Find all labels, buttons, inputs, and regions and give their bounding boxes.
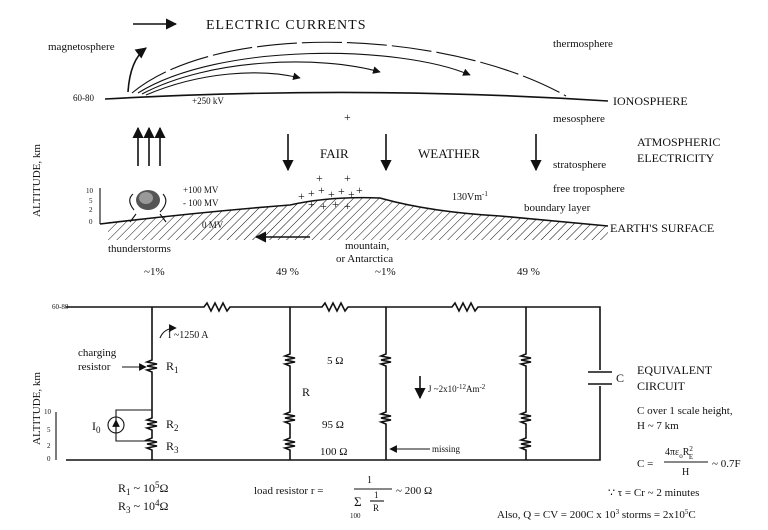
potential-250-label: +250 kV (192, 96, 224, 106)
mv-minus-label: - 100 MV (183, 198, 219, 208)
current-arc-4 (145, 72, 301, 96)
svg-text:+: + (328, 187, 335, 201)
altitude-top-label: 60-80 (73, 93, 94, 103)
tick-10: 10 (86, 187, 94, 195)
load-resistor-label: load resistor r = (254, 485, 323, 497)
free-troposphere-label: free troposphere (553, 183, 625, 195)
total-charge-label: Also, Q = CV = 200C x 103 storms = 2x105… (497, 508, 696, 521)
branch-fair-2 (518, 307, 532, 460)
thunderstorms-label: thunderstorms (108, 243, 171, 255)
inner-denominator: R (373, 503, 379, 513)
svg-text:+: + (308, 186, 315, 200)
ohm95-label: 95 Ω (322, 419, 344, 431)
ohm100-label: 100 Ω (320, 446, 347, 458)
ground-hatch (108, 197, 608, 240)
mesosphere-label: mesosphere (553, 113, 605, 125)
capacitance-denominator: H (682, 467, 689, 478)
fair-label: FAIR (320, 146, 349, 161)
ionosphere-label: IONOSPHERE (613, 94, 688, 108)
percent-mountain: ~1% (375, 266, 396, 278)
plus-sign-label: + (344, 110, 351, 124)
current-source-icon (107, 416, 125, 434)
equivalent-circuit: ALTITUDE, km 60-80 10 5 2 0 C I0 I ~1250… (31, 301, 741, 521)
thermosphere-label: thermosphere (553, 38, 613, 50)
r-label: R (302, 385, 310, 399)
ground-wire (66, 386, 601, 461)
r1-value: R1 ~ 105Ω (118, 480, 169, 497)
capacitance-value: ~ 0.7F (712, 458, 741, 470)
charging-label: charging (78, 347, 117, 359)
mv-plus-label: +100 MV (183, 185, 219, 195)
mountain-label: mountain, (345, 240, 390, 252)
svg-text:+: + (344, 171, 351, 185)
atmospheric-label: ATMOSPHERIC (637, 135, 720, 149)
tick-5: 5 (89, 197, 93, 205)
r1-label: R1 (166, 359, 179, 375)
percent-fair-1: 49 % (276, 266, 299, 278)
sigma-symbol: Σ (354, 494, 362, 509)
current-label: I ~1250 A (168, 330, 209, 341)
magnetosphere-label: magnetosphere (48, 41, 115, 53)
r3-value: R3 ~ 104Ω (118, 498, 169, 515)
antarctica-label: or Antarctica (336, 253, 393, 265)
inner-numerator: 1 (374, 490, 379, 500)
r3-label: R3 (166, 439, 179, 455)
circuit-label: CIRCUIT (637, 379, 686, 393)
electricity-label: ELECTRICITY (637, 151, 715, 165)
boundary-layer-label: boundary layer (524, 202, 591, 214)
circuit-altitude-axis-label: ALTITUDE, km (31, 372, 43, 445)
svg-text:+: + (298, 189, 305, 203)
top-diagram: ELECTRIC CURRENTS magnetosphere thermosp… (31, 18, 720, 278)
current-arc-3 (141, 61, 381, 95)
percent-fair-2: 49 % (517, 266, 540, 278)
scale-height-label: H ~ 7 km (637, 420, 679, 432)
svg-text:+: + (316, 171, 323, 185)
svg-text:10: 10 (44, 408, 52, 416)
svg-text:+: + (356, 183, 363, 197)
ohm5-label: 5 Ω (327, 355, 343, 367)
earth-surface-line (99, 196, 609, 227)
stratosphere-label: stratosphere (553, 159, 606, 171)
percent-thunderstorms: ~1% (144, 266, 165, 278)
branch-fair-1 (282, 307, 296, 460)
c-over-label: C over 1 scale height, (637, 405, 733, 417)
current-arc-1 (131, 41, 567, 97)
weather-label: WEATHER (418, 146, 480, 161)
svg-text:+: + (348, 187, 355, 201)
magnetosphere-arrow-icon (127, 47, 147, 93)
svg-text:0: 0 (47, 455, 51, 463)
current-arc-2 (137, 52, 471, 94)
capacitor-label: C (616, 371, 624, 385)
sigma-limit: 100 (350, 512, 361, 520)
branch-mountain (378, 307, 392, 460)
load-numerator: 1 (367, 475, 372, 486)
svg-text:5: 5 (47, 426, 51, 434)
r2-label: R2 (166, 417, 179, 433)
current-density-label: J ~2x10-12Am-2 (428, 383, 486, 394)
branch-thunderstorm (144, 307, 158, 460)
altitude-axis-label: ALTITUDE, km (31, 144, 43, 217)
electric-currents-title: ELECTRIC CURRENTS (206, 18, 367, 33)
load-result: ~ 200 Ω (396, 485, 432, 497)
mv-zero-label: 0 MV (202, 220, 224, 230)
equivalent-label: EQUIVALENT (637, 363, 713, 377)
svg-text:+: + (318, 183, 325, 197)
tick-0: 0 (89, 218, 93, 226)
svg-text:2: 2 (47, 442, 51, 450)
time-constant-label: ∵ τ = Cr ~ 2 minutes (608, 487, 699, 499)
field-label: 130Vm-1 (452, 190, 488, 203)
i0-label: I0 (92, 419, 101, 435)
tick-2: 2 (89, 206, 93, 214)
ionosphere-line (104, 91, 609, 102)
circuit-altitude-top: 60-80 (52, 303, 69, 311)
earth-surface-label: EARTH'S SURFACE (610, 221, 714, 235)
top-wire (66, 301, 601, 370)
current-arrow-icon (159, 324, 177, 339)
c-equals-label: C = (637, 458, 653, 470)
svg-text:+: + (338, 184, 345, 198)
missing-label: missing (432, 444, 461, 454)
resistor-label: resistor (78, 361, 111, 373)
